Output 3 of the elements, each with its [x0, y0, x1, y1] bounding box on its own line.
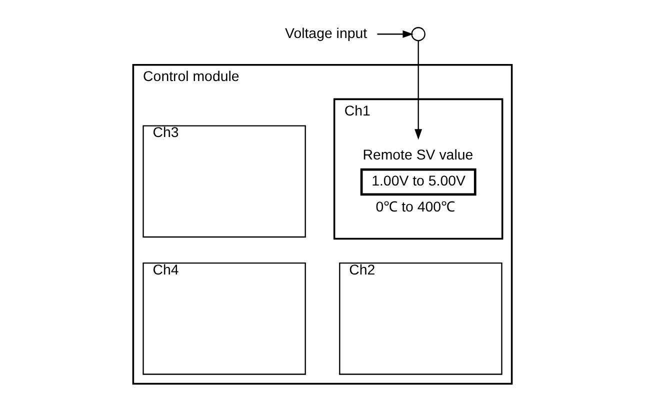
node-text: Voltage input — [285, 26, 368, 42]
node-label: Remote SV value — [362, 148, 474, 164]
node-label: 0℃ to 400℃ — [376, 200, 456, 216]
